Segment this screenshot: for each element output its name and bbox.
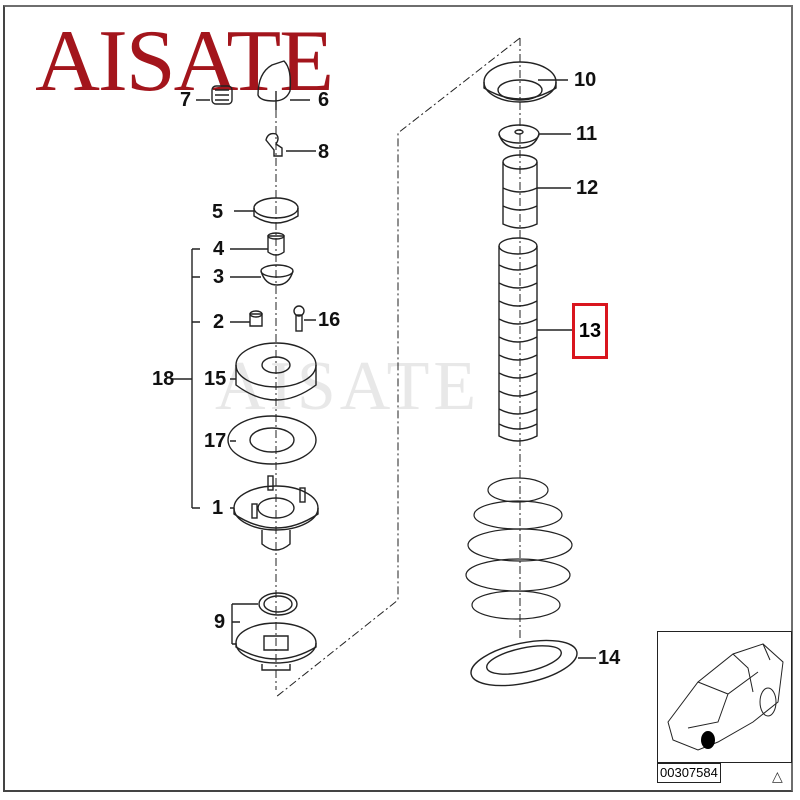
warning-triangle-icon: △	[772, 768, 783, 784]
part-4-icon	[267, 232, 285, 256]
part-14-icon	[470, 639, 578, 687]
part-11-icon	[498, 124, 540, 149]
callout-10: 10	[574, 69, 597, 91]
callout-16: 16	[318, 309, 341, 331]
callout-15: 15	[204, 368, 227, 390]
callout-3: 3	[213, 266, 225, 288]
part-15-icon	[235, 342, 317, 401]
callout-1: 1	[212, 497, 224, 519]
callout-8: 8	[318, 141, 330, 163]
part-6-icon	[257, 60, 292, 110]
callout-18: 18	[152, 368, 175, 390]
callout-2: 2	[213, 311, 225, 333]
vehicle-locator-inset	[657, 631, 792, 763]
part-2-icon	[249, 310, 263, 327]
diagram-code: 00307584	[657, 763, 721, 783]
part-1-icon	[233, 475, 319, 551]
part-12-icon	[502, 154, 538, 229]
callout-13-highlighted: 13	[572, 303, 608, 359]
part-5-icon	[253, 197, 299, 224]
car-outline-icon	[667, 643, 784, 751]
callout-11: 11	[576, 123, 598, 145]
diagram-frame	[3, 5, 793, 792]
callout-7: 7	[180, 89, 192, 111]
callout-13: 13	[578, 319, 602, 342]
part-8-icon	[265, 132, 283, 157]
callout-17: 17	[204, 430, 227, 452]
callout-14: 14	[598, 647, 621, 669]
part-13-icon	[498, 237, 538, 442]
brand-watermark-faint: AISATE	[215, 348, 481, 425]
part-7-icon	[211, 85, 233, 105]
callout-4: 4	[213, 238, 225, 260]
part-3-icon	[260, 264, 294, 286]
coil-spring-icon	[465, 477, 573, 620]
callout-9: 9	[214, 611, 226, 633]
callout-6: 6	[318, 89, 330, 111]
part-10-icon	[483, 61, 557, 103]
part-9-icon	[235, 592, 317, 671]
callout-12: 12	[576, 177, 599, 199]
callout-5: 5	[212, 201, 224, 223]
part-16-icon	[293, 305, 305, 332]
part-17-icon	[227, 415, 317, 465]
